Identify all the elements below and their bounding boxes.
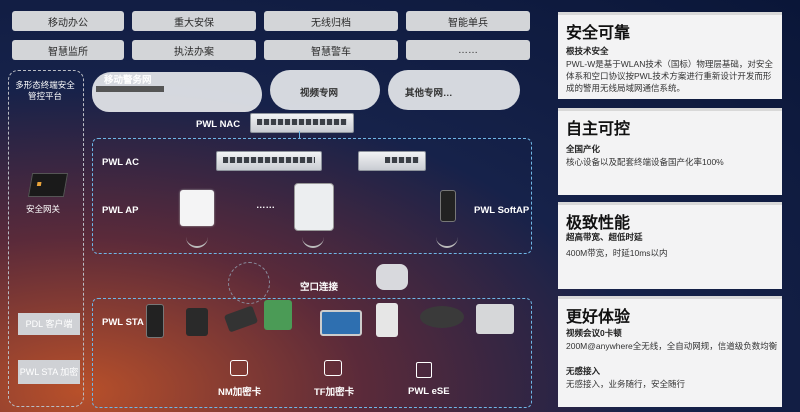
air-interface-icon: [376, 264, 408, 290]
mobile-police-network-label: 移动警务网: [104, 75, 152, 86]
sta-frame: [92, 298, 532, 408]
pwl-ap-device-2: [294, 183, 334, 231]
sta-body-camera: [186, 308, 208, 336]
panel-performance: 极致性能 超高带宽、超低时延 400M带宽，时延10ms以内: [558, 202, 782, 289]
sta-module-card: [264, 300, 292, 330]
sta-robot: [476, 304, 514, 334]
management-platform-frame: [8, 70, 84, 407]
tf-card-icon: [324, 360, 342, 376]
panel-performance-title: 极致性能: [566, 215, 631, 232]
nm-card-icon: [230, 360, 248, 376]
nm-card-label: NM加密卡: [218, 387, 262, 398]
scenario-button-smart-soldier: 智能单兵: [406, 11, 530, 31]
panel-autonomous-title: 自主可控: [566, 121, 631, 138]
pwl-nac-device: [250, 113, 354, 133]
mobile-police-network-device: [96, 86, 164, 92]
scenario-button-law-enforcement: 执法办案: [132, 40, 256, 60]
air-interface-label: 空口连接: [300, 282, 339, 293]
sta-drone: [420, 306, 464, 328]
pwl-sta-encrypt-button: PWL STA 加密: [18, 360, 80, 384]
pwl-ap-label: PWL AP: [102, 205, 139, 216]
tf-card-label: TF加密卡: [314, 387, 355, 398]
pwl-softap-device: [440, 190, 456, 222]
video-network-cloud: [270, 70, 380, 110]
panel-experience-title: 更好体验: [566, 309, 631, 326]
mobile-police-network-cloud: [92, 72, 262, 112]
ap-signal-icon-2: [302, 234, 324, 248]
panel-experience-subtitle: 视频会议0卡顿: [566, 328, 622, 338]
security-gateway-label: 安全网关: [26, 204, 61, 214]
video-network-label: 视频专网: [300, 88, 339, 99]
panel-autonomous-body: 核心设备以及配套终端设备国产化率100%: [566, 157, 724, 167]
panel-experience: 更好体验 视频会议0卡顿 200M@anywhere全无线，全自动网规，信道级负…: [558, 296, 782, 407]
panel-experience-body: 200M@anywhere全无线，全自动网规，信道级负数均衡: [566, 341, 778, 351]
pwl-ap-device-1: [180, 190, 214, 226]
pwl-ese-label: PWL eSE: [408, 386, 450, 397]
air-interface-circle: [228, 262, 270, 304]
panel-experience-subtitle2: 无感接入: [566, 366, 601, 376]
scenario-button-mobile-office: 移动办公: [12, 11, 124, 31]
panel-secure-title: 安全可靠: [566, 25, 631, 42]
management-platform-title: 多形态终端安全管控平台: [15, 80, 75, 101]
other-network-cloud: [388, 70, 520, 110]
other-network-label: 其他专网…: [405, 88, 453, 99]
pdl-client-button: PDL 客户端: [18, 313, 80, 335]
panel-autonomous-subtitle: 全国产化: [566, 144, 601, 154]
panel-experience-body2: 无感接入，业务随行，安全随行: [566, 379, 686, 389]
panel-secure-subtitle: 根技术安全: [566, 46, 609, 56]
security-gateway-device: [27, 173, 69, 197]
scenario-button-smart-detention: 智慧监所: [12, 40, 124, 60]
ese-chip-icon: [416, 362, 432, 378]
scenario-button-major-security: 重大安保: [132, 11, 256, 31]
ap-signal-icon-1: [186, 234, 208, 248]
pwl-ac-device-1: [216, 151, 322, 171]
ap-signal-icon-3: [436, 234, 458, 248]
sta-ptz-camera: [376, 303, 398, 337]
scenario-button-smart-police-car: 智慧警车: [264, 40, 398, 60]
panel-secure-body: PWL-W是基于WLAN技术（国标）物理层基础，对安全体系和空口协议按PWL技术…: [566, 59, 773, 93]
pwl-nac-label: PWL NAC: [196, 119, 241, 130]
sta-phone: [146, 304, 164, 338]
panel-performance-body: 400M带宽，时延10ms以内: [566, 248, 668, 258]
scenario-button-wireless-archive: 无线归档: [264, 11, 398, 31]
pwl-ac-label: PWL AC: [102, 157, 139, 168]
pwl-softap-label: PWL SoftAP: [474, 205, 530, 216]
nac-connector-line: [299, 131, 300, 139]
sta-tablet: [320, 310, 362, 336]
ap-ellipsis: ……: [256, 200, 275, 211]
pwl-sta-label: PWL STA: [102, 317, 144, 328]
ac-ap-frame: [92, 138, 532, 254]
panel-performance-subtitle: 超高带宽、超低时延: [566, 232, 643, 242]
panel-autonomous: 自主可控 全国产化 核心设备以及配套终端设备国产化率100%: [558, 108, 782, 195]
panel-secure: 安全可靠 根技术安全 PWL-W是基于WLAN技术（国标）物理层基础，对安全体系…: [558, 12, 782, 99]
scenario-button-more: ……: [406, 40, 530, 60]
pwl-ac-device-2: [358, 151, 426, 171]
